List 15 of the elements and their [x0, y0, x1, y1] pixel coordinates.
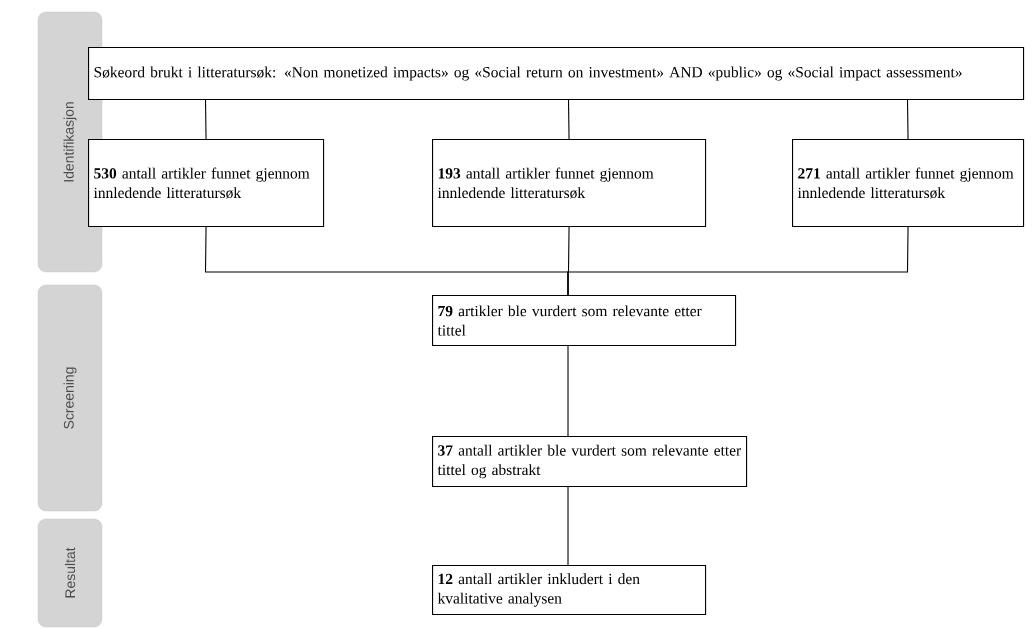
process-box: 193 antall artikler funnet gjennom innledende litteratursøk [432, 139, 707, 228]
connector-line [906, 99, 909, 140]
process-box: Søkeord brukt i litteratursøk: «Non monetized impacts» og «Social return on investment» AND «public» og «Social impact assessment» [88, 47, 1025, 101]
stage-band: Resultat [37, 518, 103, 628]
process-box: 12 antall artikler inkludert i den kvalitative analysen [432, 565, 707, 616]
stage-band: Screening [37, 284, 103, 512]
process-box: 530 antall artikler funnet gjennom innledende litteratursøk [88, 139, 325, 228]
connector-line [204, 99, 207, 140]
process-box: 37 antall artikler ble vurdert som relevante etter tittel og abstrakt [432, 436, 748, 488]
process-box: 271 antall artikler funnet gjennom innledende litteratursøk [792, 139, 1025, 228]
connector-line [567, 99, 570, 140]
process-box: 79 artikler ble vurdert som relevante etter tittel [432, 295, 737, 347]
connector-line [567, 345, 569, 437]
connector-line [567, 226, 909, 296]
connector-line [567, 486, 569, 566]
